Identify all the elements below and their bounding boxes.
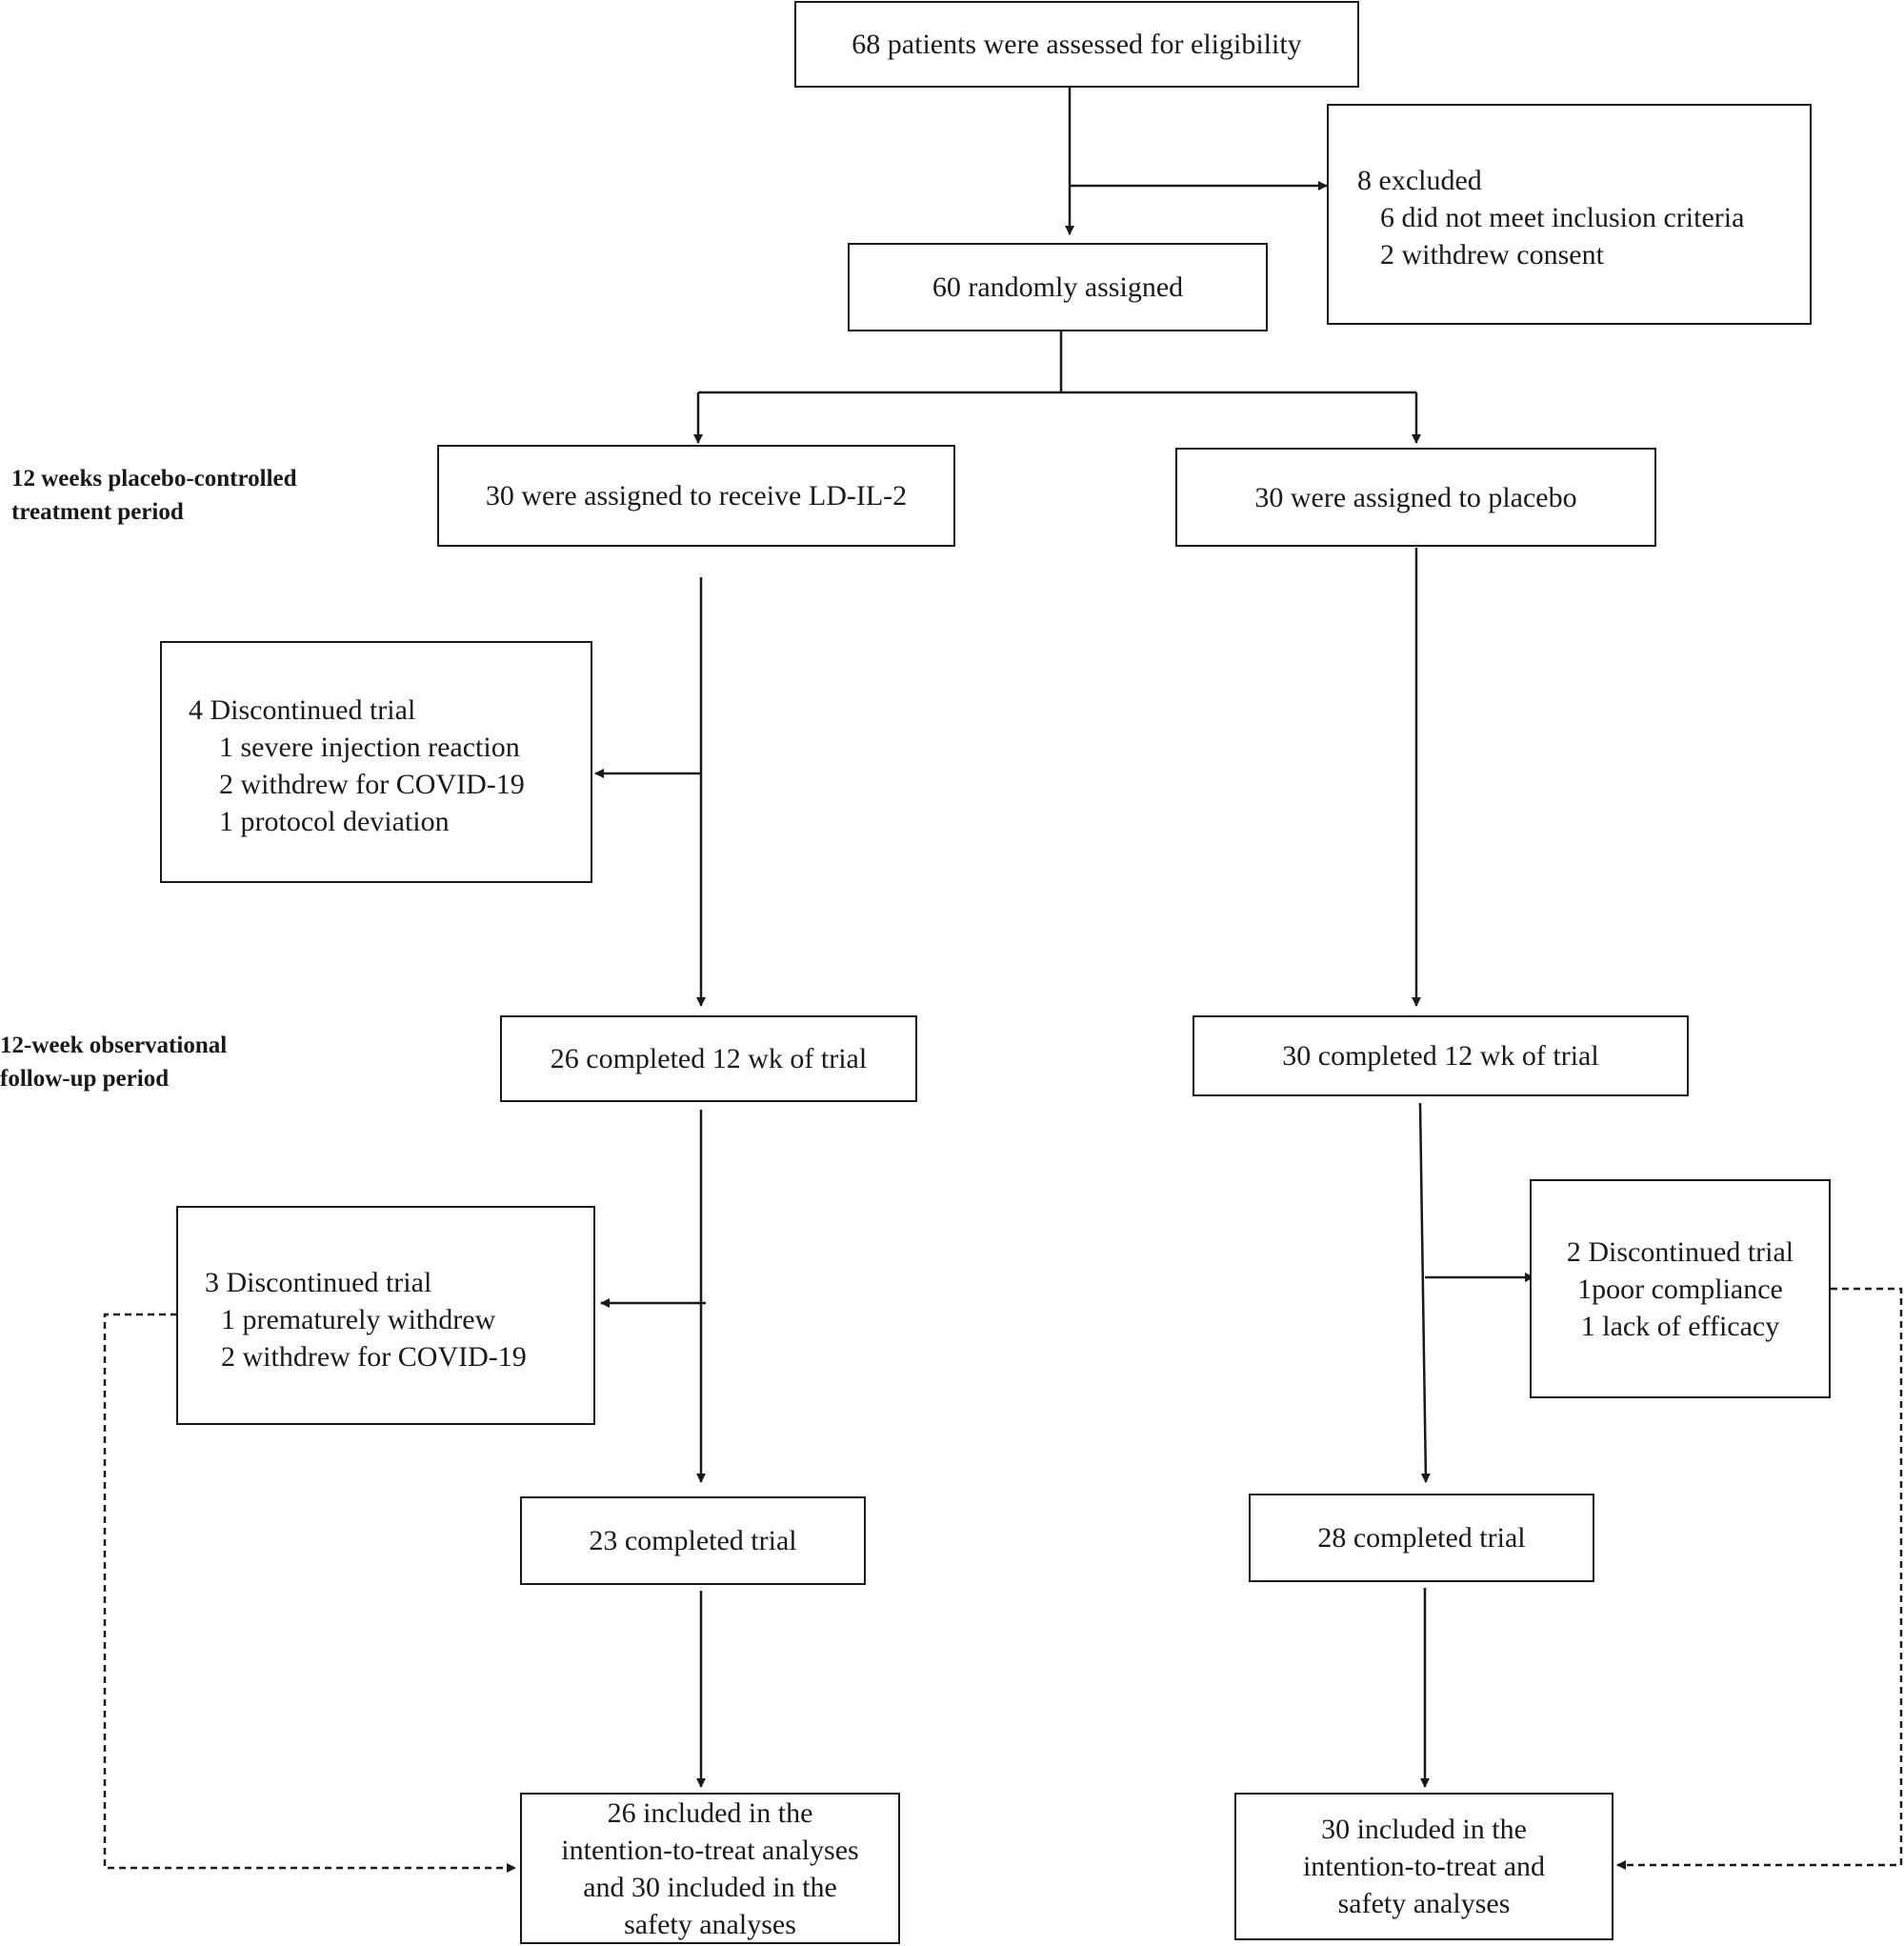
randomized-box: 60 randomly assigned [848, 243, 1268, 331]
ldil2-assigned-box: 30 were assigned to receive LD-IL-2 [437, 445, 955, 547]
phase-label-treatment: 12 weeks placebo-controlled treatment pe… [11, 466, 297, 525]
placebo-analysis-box: 30 included in the intention-to-treat an… [1234, 1793, 1613, 1940]
discontinued-item: 1 prematurely withdrew [221, 1304, 496, 1335]
ldil2-assigned-text: 30 were assigned to receive LD-IL-2 [485, 480, 908, 512]
analysis-line: 30 included in the [1321, 1814, 1527, 1845]
excluded-box: 8 excluded 6 did not meet inclusion crit… [1327, 104, 1812, 325]
ldil2-completed-trial-box: 23 completed trial [520, 1496, 866, 1585]
ldil2-discontinued-followup-box: 3 Discontinued trial 1 prematurely withd… [176, 1206, 595, 1425]
ldil2-completed-12wk-box: 26 completed 12 wk of trial [500, 1015, 917, 1102]
placebo-completed-12wk-box: 30 completed 12 wk of trial [1193, 1015, 1689, 1096]
discontinued-item: 1poor compliance [1577, 1273, 1783, 1305]
discontinued-title: 4 Discontinued trial [189, 694, 416, 726]
placebo-completed-trial-text: 28 completed trial [1317, 1522, 1526, 1554]
placebo-assigned-box: 30 were assigned to placebo [1175, 448, 1656, 547]
discontinued-title: 2 Discontinued trial [1566, 1235, 1794, 1268]
placebo-assigned-text: 30 were assigned to placebo [1254, 481, 1577, 513]
dashed-ldil2-discontinued-to-analysis [103, 1313, 516, 1873]
ldil2-completed-12wk-text: 26 completed 12 wk of trial [550, 1043, 868, 1074]
discontinued-title: 3 Discontinued trial [205, 1267, 432, 1298]
arrow-placebo-12wk-to-completed [1418, 1102, 1431, 1483]
dashed-placebo-discontinued-to-analysis [1616, 1287, 1903, 1870]
analysis-line: intention-to-treat and [1302, 1851, 1546, 1882]
phase-label-followup: 12-week observational follow-up period [0, 1033, 228, 1092]
randomized-text: 60 randomly assigned [932, 271, 1184, 303]
excluded-item: 2 withdrew consent [1380, 239, 1604, 271]
discontinued-item: 2 withdrew for COVID-19 [221, 1341, 527, 1373]
discontinued-item: 1 lack of efficacy [1580, 1310, 1780, 1342]
excluded-title: 8 excluded [1357, 165, 1482, 196]
analysis-line: 26 included in the [607, 1796, 813, 1829]
analysis-line: and 30 included in the [583, 1871, 837, 1903]
ldil2-completed-trial-text: 23 completed trial [589, 1525, 797, 1556]
placebo-discontinued-followup-box: 2 Discontinued trial 1poor compliance 1 … [1530, 1179, 1831, 1398]
discontinued-item: 2 withdrew for COVID-19 [219, 769, 525, 800]
screening-text: 68 patients were assessed for eligibilit… [852, 29, 1302, 60]
excluded-item: 6 did not meet inclusion criteria [1380, 202, 1745, 233]
placebo-completed-12wk-text: 30 completed 12 wk of trial [1282, 1040, 1599, 1072]
discontinued-item: 1 protocol deviation [219, 806, 450, 837]
analysis-line: intention-to-treat analyses [561, 1834, 859, 1866]
discontinued-item: 1 severe injection reaction [219, 732, 520, 763]
placebo-completed-trial-box: 28 completed trial [1249, 1494, 1594, 1582]
screening-box: 68 patients were assessed for eligibilit… [794, 1, 1359, 88]
analysis-line: safety analyses [1337, 1888, 1511, 1919]
ldil2-analysis-box: 26 included in the intention-to-treat an… [520, 1793, 900, 1944]
analysis-line: safety analyses [624, 1908, 796, 1940]
ldil2-discontinued-treatment-box: 4 Discontinued trial 1 severe injection … [160, 641, 592, 883]
